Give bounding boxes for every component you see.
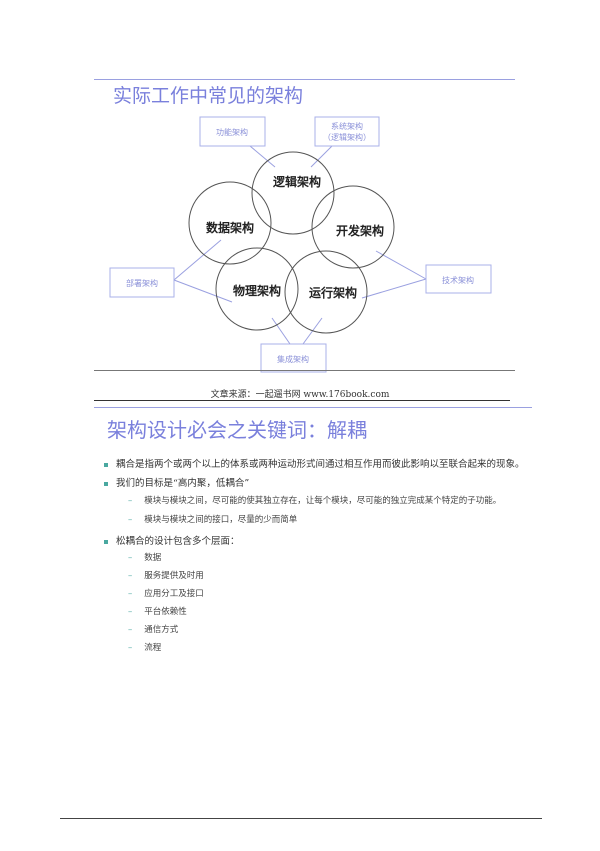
circle-data-label: 数据架构 — [206, 220, 254, 235]
sub-item: –应用分工及接口 — [128, 589, 204, 599]
box-deployment — [109, 267, 175, 298]
sub-item: –数据 — [128, 553, 162, 563]
sub-text: 模块与模块之间的接口，尽量的少而简单 — [144, 515, 298, 525]
sub-text: 服务提供及时用 — [144, 571, 204, 581]
circle-logical-label: 逻辑架构 — [273, 174, 321, 189]
bullet-text: 我们的目标是“高内聚，低耦合” — [116, 478, 250, 489]
bullet-text: 松耦合的设计包含多个层面： — [116, 536, 240, 547]
section-title: 架构设计必会之关键词：解耦 — [107, 418, 367, 442]
circle-physical — [215, 247, 299, 331]
box-system-label: 系统架构 — [331, 121, 363, 131]
bullet-item: 耦合是指两个或两个以上的体系或两种运动形式间通过相互作用而彼此影响以至联合起来的… — [104, 456, 525, 470]
box-deployment-label: 部署架构 — [126, 278, 158, 288]
box-integration-label: 集成架构 — [277, 354, 309, 364]
bullet-text: 耦合是指两个或两个以上的体系或两种运动形式间通过相互作用而彼此影响以至联合起来的… — [116, 459, 525, 470]
circle-logical — [251, 151, 335, 235]
sub-item: –平台依赖性 — [128, 607, 187, 617]
source-credit: 文章来源：一起遛书网 www.176book.com — [210, 390, 390, 400]
bullet-icon — [104, 462, 108, 467]
sub-item: –模块与模块之间的接口，尽量的少而简单 — [128, 515, 298, 525]
box-integration — [260, 343, 327, 373]
divider — [94, 370, 515, 371]
circle-data — [188, 181, 272, 265]
circle-development — [311, 185, 395, 269]
circle-runtime-label: 运行架构 — [309, 285, 357, 300]
bullet-item: 我们的目标是“高内聚，低耦合” — [104, 475, 249, 489]
sub-text: 通信方式 — [144, 625, 179, 635]
sub-item: –流程 — [128, 643, 162, 653]
sub-item: –模块与模块之间，尽可能的使其独立存在，让每个模块，尽可能的独立完成某个特定的子… — [128, 496, 502, 506]
sub-item: –服务提供及时用 — [128, 571, 204, 581]
sub-item: –通信方式 — [128, 625, 179, 635]
box-technical — [425, 264, 492, 294]
bullet-item: 松耦合的设计包含多个层面： — [104, 533, 240, 547]
box-system — [314, 116, 380, 147]
bullet-icon — [104, 481, 108, 486]
box-functional-label: 功能架构 — [216, 127, 248, 137]
divider — [94, 400, 510, 401]
box-system-sub-label: （逻辑架构） — [323, 132, 371, 142]
sub-text: 流程 — [144, 643, 162, 653]
divider — [94, 407, 532, 408]
circle-physical-label: 物理架构 — [233, 283, 281, 298]
sub-text: 平台依赖性 — [144, 607, 187, 617]
sub-text: 模块与模块之间，尽可能的使其独立存在，让每个模块，尽可能的独立完成某个特定的子功… — [144, 496, 502, 506]
bullet-icon — [104, 539, 108, 544]
sub-text: 应用分工及接口 — [144, 589, 204, 599]
box-functional — [199, 116, 266, 147]
circle-development-label: 开发架构 — [336, 223, 384, 238]
box-technical-label: 技术架构 — [442, 275, 474, 285]
section-title: 实际工作中常见的架构 — [113, 85, 304, 107]
architecture-diagram: 功能架构 系统架构 （逻辑架构） 部署架构 技术架构 集成架构 逻辑架构 数据架… — [109, 116, 492, 373]
divider — [94, 79, 515, 80]
sub-text: 数据 — [144, 553, 162, 563]
circle-runtime — [284, 250, 368, 334]
page-footer-rule — [60, 818, 542, 819]
